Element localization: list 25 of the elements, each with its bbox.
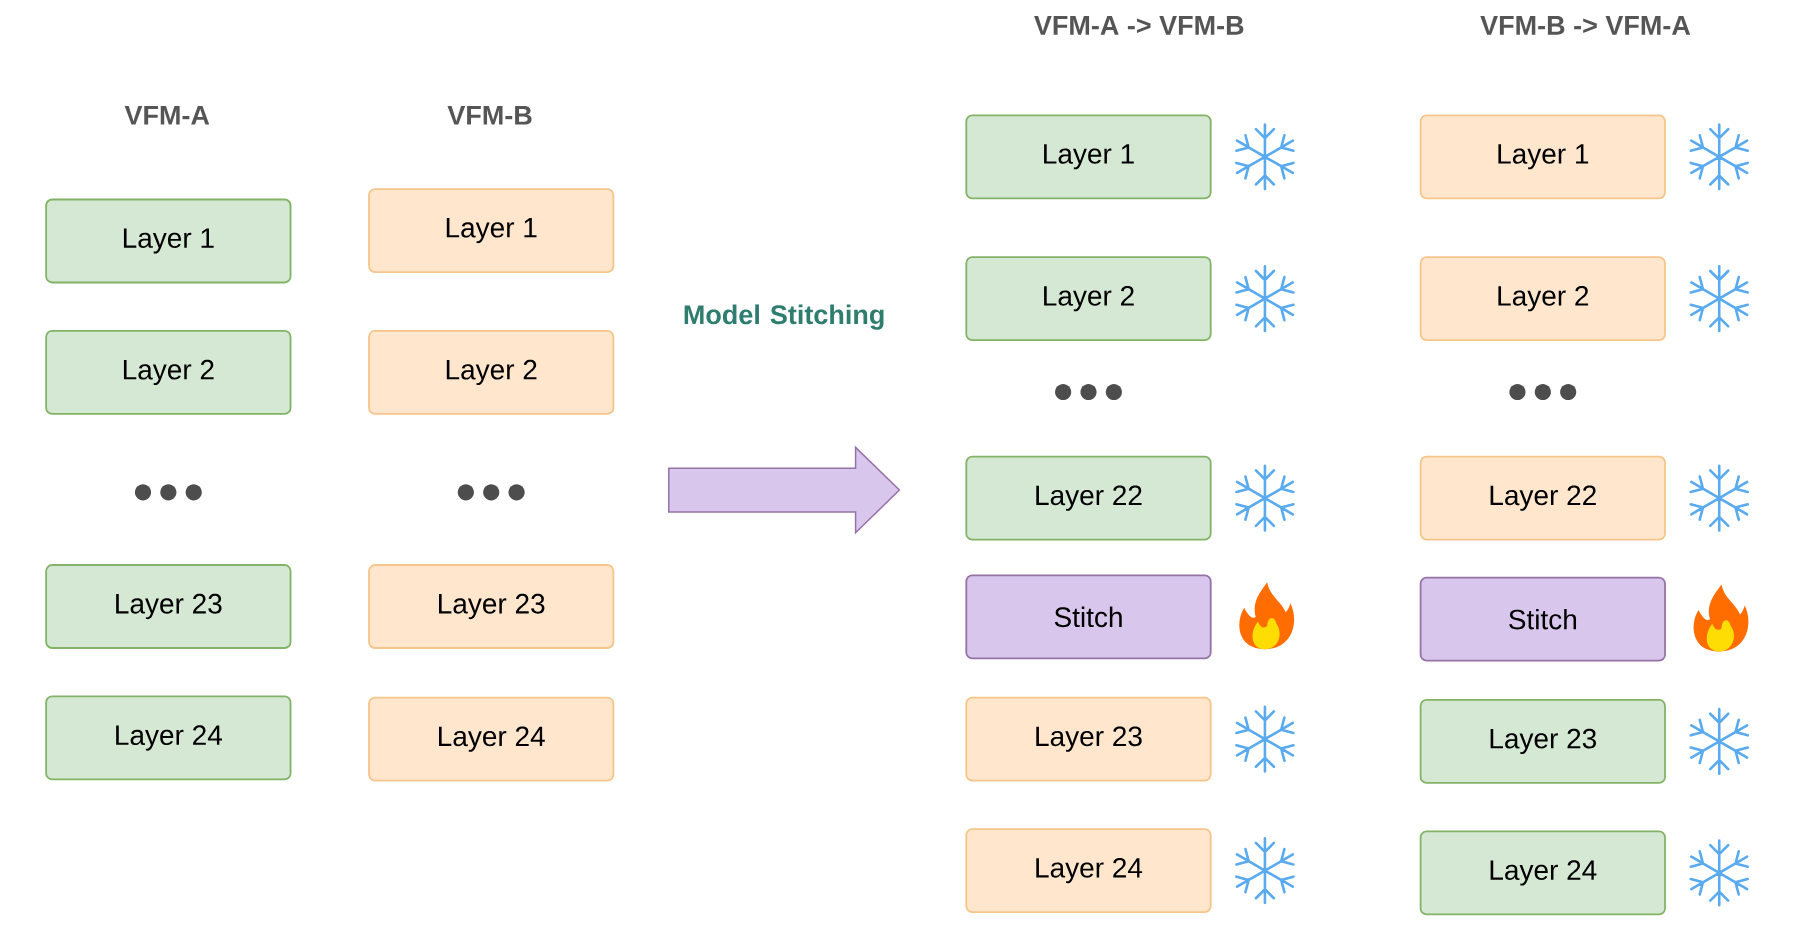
column-heading: VFM-B -> VFM-A bbox=[1480, 16, 1691, 35]
layer-box: Layer 23 bbox=[45, 564, 292, 649]
layer-box: Layer 2 bbox=[1419, 256, 1666, 342]
layer-box: Layer 24 bbox=[368, 696, 615, 782]
layer-box: Layer 2 bbox=[368, 330, 615, 415]
layer-box: Layer 1 bbox=[368, 188, 615, 273]
layer-box: Layer 1 bbox=[1419, 114, 1666, 200]
layer-box: Layer 1 bbox=[965, 114, 1212, 200]
layer-box: Layer 2 bbox=[45, 330, 292, 415]
layer-box: Layer 22 bbox=[965, 455, 1212, 541]
layer-box: Layer 24 bbox=[965, 828, 1212, 913]
layer-box: Layer 24 bbox=[1419, 830, 1666, 916]
layer-box: Layer 22 bbox=[1419, 455, 1666, 541]
layer-box: Layer 23 bbox=[965, 696, 1212, 782]
layer-box: Layer 24 bbox=[45, 695, 292, 781]
layer-box: Layer 23 bbox=[368, 564, 615, 649]
column-heading: VFM-A -> VFM-B bbox=[1034, 16, 1244, 35]
layer-box: Stitch bbox=[965, 574, 1212, 660]
layer-box: Layer 1 bbox=[45, 198, 292, 284]
layer-box: Stitch bbox=[1419, 576, 1666, 662]
column-heading: VFM-B bbox=[447, 106, 532, 125]
heading-text: Model Stitching bbox=[684, 304, 884, 330]
layer-box: Layer 2 bbox=[965, 256, 1212, 342]
layer-box: Layer 23 bbox=[1419, 699, 1666, 784]
column-heading: VFM-A bbox=[124, 106, 210, 125]
